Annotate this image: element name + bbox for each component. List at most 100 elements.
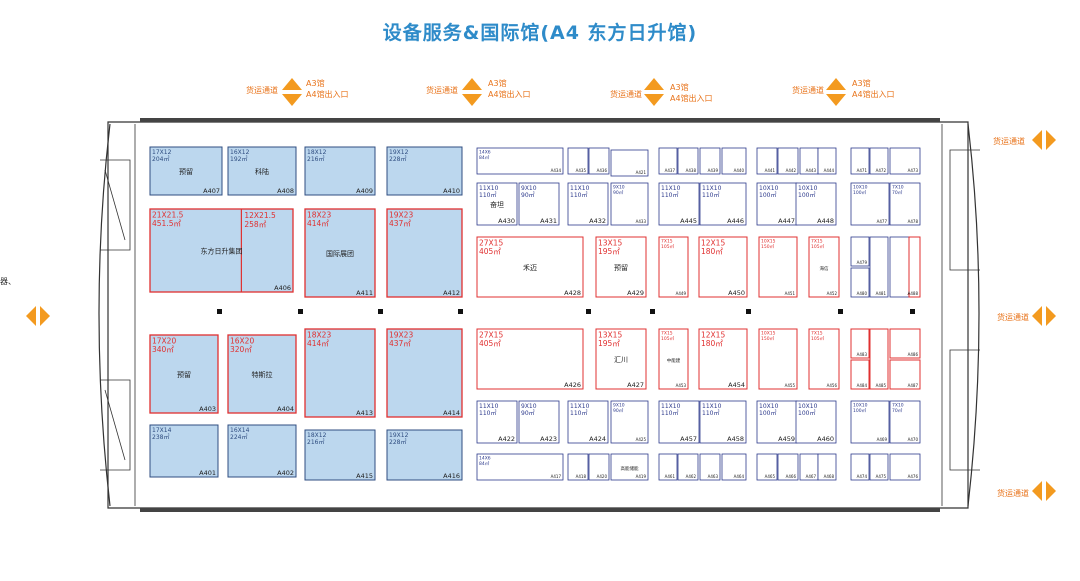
booth-a480[interactable]: A480 [850, 267, 870, 298]
booth-a444[interactable]: A444 [817, 147, 837, 175]
booth-number: A422 [498, 435, 515, 443]
booth-a488[interactable]: A488 [908, 236, 921, 298]
booth-outline [227, 424, 297, 478]
booth-a466[interactable]: A466 [777, 453, 799, 481]
booth-a418[interactable]: A418 [567, 453, 589, 481]
booth-a464[interactable]: A464 [721, 453, 747, 481]
booth-a420[interactable]: A420 [588, 453, 610, 481]
booth-a473[interactable]: A473 [889, 147, 921, 175]
booth-a438[interactable]: A438 [677, 147, 699, 175]
booth-a471[interactable]: A471 [850, 147, 870, 175]
booth-area: 105㎡ [811, 335, 825, 342]
booth-dimension: 9X10 [521, 403, 537, 410]
booth-a463[interactable]: A463 [699, 453, 721, 481]
booth-number: A449 [676, 291, 687, 296]
booth-a441[interactable]: A441 [756, 147, 778, 175]
booth-a486[interactable]: A486 [889, 328, 921, 359]
booth-a474[interactable]: A474 [850, 453, 870, 481]
booth-a476[interactable]: A476 [889, 453, 921, 481]
booth-number: A448 [817, 217, 834, 225]
booth-number: A467 [806, 474, 817, 479]
booth-outline [476, 147, 564, 175]
booth-outline [889, 359, 921, 390]
booth-a461[interactable]: A461 [658, 453, 678, 481]
booth-a481[interactable]: A481 [869, 236, 889, 298]
booth-area: 84㎡ [479, 460, 490, 467]
booth-a467[interactable]: A467 [799, 453, 819, 481]
booth-a439[interactable]: A439 [699, 147, 721, 175]
booth-a421[interactable]: A421 [610, 149, 649, 177]
booth-a475[interactable]: A475 [869, 453, 889, 481]
booth-a487[interactable]: A487 [889, 359, 921, 390]
booth-number: A410 [443, 187, 460, 195]
booth-a483[interactable]: A483 [850, 328, 870, 359]
booth-a442[interactable]: A442 [777, 147, 799, 175]
booth-a472[interactable]: A472 [869, 147, 889, 175]
booth-a435[interactable]: A435 [567, 147, 589, 175]
booth-number: A475 [876, 474, 887, 479]
booth-a462[interactable]: A462 [677, 453, 699, 481]
booth-company-name: 科陆 [255, 167, 269, 176]
booth-outline [721, 453, 747, 481]
booth-a465[interactable]: A465 [756, 453, 778, 481]
booth-a443[interactable]: A443 [799, 147, 819, 175]
booth-a436[interactable]: A436 [588, 147, 610, 175]
booth-a485[interactable]: A485 [869, 328, 889, 390]
booth-a437[interactable]: A437 [658, 147, 678, 175]
booth-a484[interactable]: A484 [850, 359, 870, 390]
booth-a440[interactable]: A440 [721, 147, 747, 175]
booth-a468[interactable]: A468 [817, 453, 837, 481]
booth-a479[interactable]: A479 [850, 236, 870, 267]
